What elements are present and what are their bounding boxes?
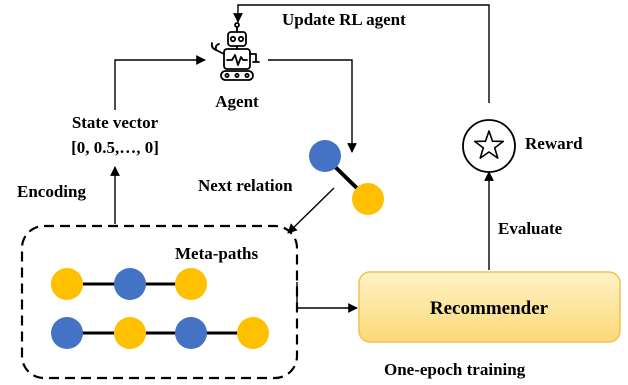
meta-path-node [114,268,146,300]
recommender-box: Recommender [358,271,621,343]
recommender-label: Recommender [430,298,549,319]
agent-label: Agent [215,92,259,111]
meta-path-node [51,268,83,300]
update-rl-agent-label: Update RL agent [282,10,406,29]
relation-to-metapaths-arrow [287,187,335,234]
evaluate-label: Evaluate [498,219,563,238]
state-to-agent-arrow [114,55,206,110]
robot-icon [210,22,260,81]
meta-paths-box [20,224,299,380]
encoding-label: Encoding [17,182,86,201]
state-vector-title: State vector [72,113,159,132]
metapaths-to-recommender-arrow [296,282,358,313]
update-agent-arrow [233,4,490,103]
state-vector-value: [0, 0.5,…, 0] [71,138,159,157]
agent-to-relation-arrow [268,59,357,153]
meta-path-2 [51,317,269,349]
star-icon [462,119,516,173]
reward-label: Reward [525,134,583,153]
meta-path-node [237,317,269,349]
meta-path-node [114,317,146,349]
meta-path-1 [51,268,207,300]
meta-paths-label: Meta-paths [175,244,258,263]
meta-path-node [51,317,83,349]
meta-path-node [175,317,207,349]
relation-node-blue [309,140,341,172]
one-epoch-training-label: One-epoch training [384,360,526,379]
next-relation-label: Next relation [198,176,293,195]
relation-node-yellow [352,183,384,215]
meta-path-node [175,268,207,300]
next-relation-nodes [309,140,384,215]
